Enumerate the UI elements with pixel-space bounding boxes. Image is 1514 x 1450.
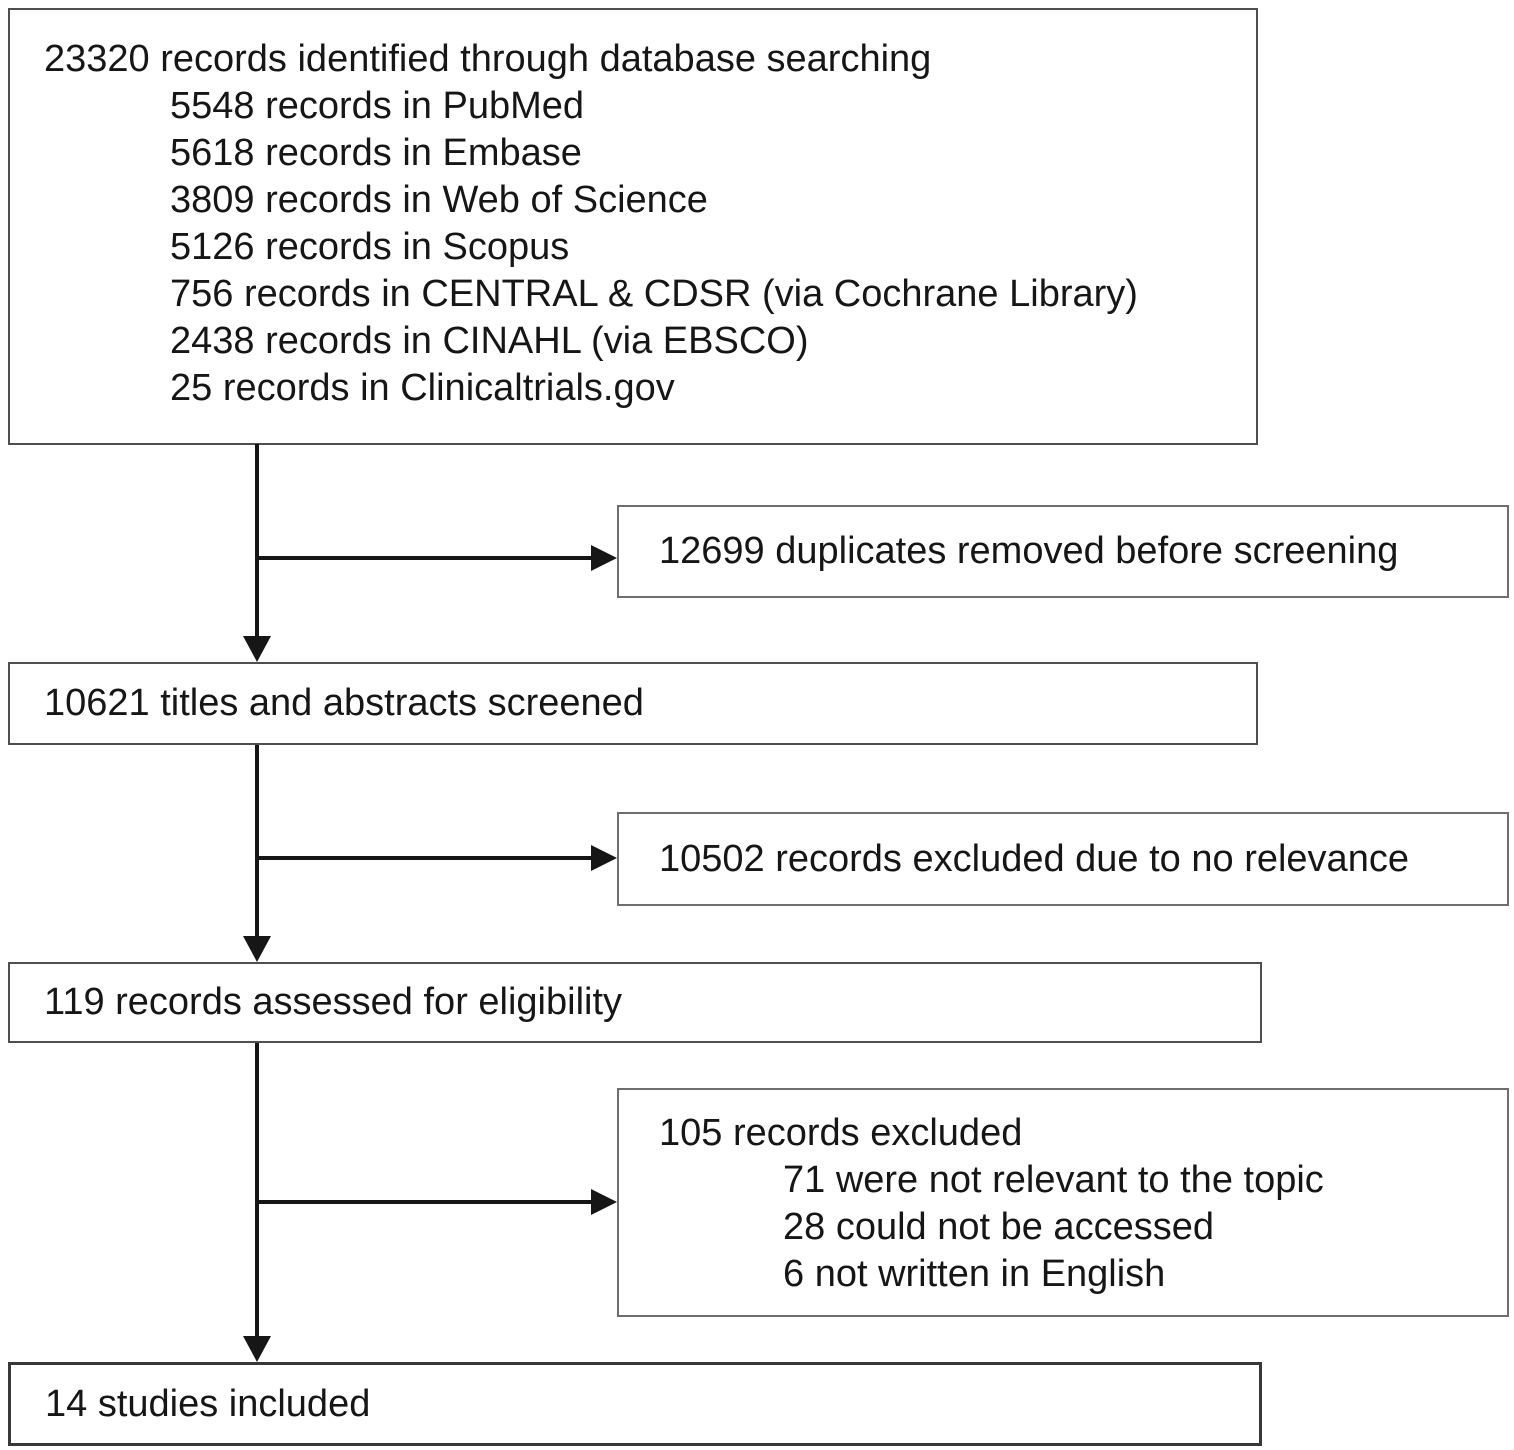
identification-item-clinicaltrials: 25 records in Clinicaltrials.gov bbox=[170, 367, 675, 409]
identification-item-central-cdsr: 756 records in CENTRAL & CDSR (via Cochr… bbox=[170, 273, 1138, 315]
identification-title: 23320 records identified through databas… bbox=[44, 38, 932, 80]
identification-item-embase: 5618 records in Embase bbox=[170, 132, 582, 174]
included-box: 14 studies included bbox=[8, 1362, 1262, 1446]
arrow-line-identification-to-screened bbox=[255, 444, 259, 636]
arrow-line-branch-to-excluded bbox=[257, 1200, 591, 1204]
excluded-reason-not-relevant: 71 were not relevant to the topic bbox=[783, 1159, 1324, 1201]
arrow-line-eligibility-to-included bbox=[255, 1043, 259, 1336]
eligibility-box: 119 records assessed for eligibility bbox=[8, 962, 1262, 1043]
arrow-down-icon bbox=[243, 636, 271, 662]
screened-box: 10621 titles and abstracts screened bbox=[8, 662, 1258, 745]
arrow-right-icon bbox=[591, 1189, 617, 1215]
duplicates-removed-text: 12699 duplicates removed before screenin… bbox=[659, 530, 1399, 572]
records-excluded-title: 105 records excluded bbox=[659, 1112, 1023, 1154]
identification-item-cinahl: 2438 records in CINAHL (via EBSCO) bbox=[170, 320, 809, 362]
duplicates-removed-box: 12699 duplicates removed before screenin… bbox=[617, 505, 1509, 598]
arrow-down-icon bbox=[243, 936, 271, 962]
identification-item-scopus: 5126 records in Scopus bbox=[170, 226, 570, 268]
excluded-reason-not-english: 6 not written in English bbox=[783, 1253, 1166, 1295]
arrow-line-screened-to-eligibility bbox=[255, 745, 259, 936]
no-relevance-excluded-box: 10502 records excluded due to no relevan… bbox=[617, 812, 1509, 906]
no-relevance-excluded-text: 10502 records excluded due to no relevan… bbox=[659, 837, 1409, 880]
identification-item-pubmed: 5548 records in PubMed bbox=[170, 85, 585, 127]
identification-box: 23320 records identified through databas… bbox=[8, 8, 1258, 445]
identification-item-web-of-science: 3809 records in Web of Science bbox=[170, 179, 708, 221]
eligibility-text: 119 records assessed for eligibility bbox=[44, 981, 623, 1023]
arrow-right-icon bbox=[591, 545, 617, 571]
excluded-reason-not-accessed: 28 could not be accessed bbox=[783, 1206, 1214, 1248]
arrow-line-branch-to-duplicates bbox=[257, 556, 591, 560]
arrow-line-branch-to-no-relevance bbox=[257, 856, 591, 860]
screened-text: 10621 titles and abstracts screened bbox=[44, 682, 644, 724]
included-text: 14 studies included bbox=[45, 1382, 371, 1425]
records-excluded-box: 105 records excluded 71 were not relevan… bbox=[617, 1088, 1509, 1317]
arrow-right-icon bbox=[591, 845, 617, 871]
arrow-down-icon bbox=[243, 1336, 271, 1362]
